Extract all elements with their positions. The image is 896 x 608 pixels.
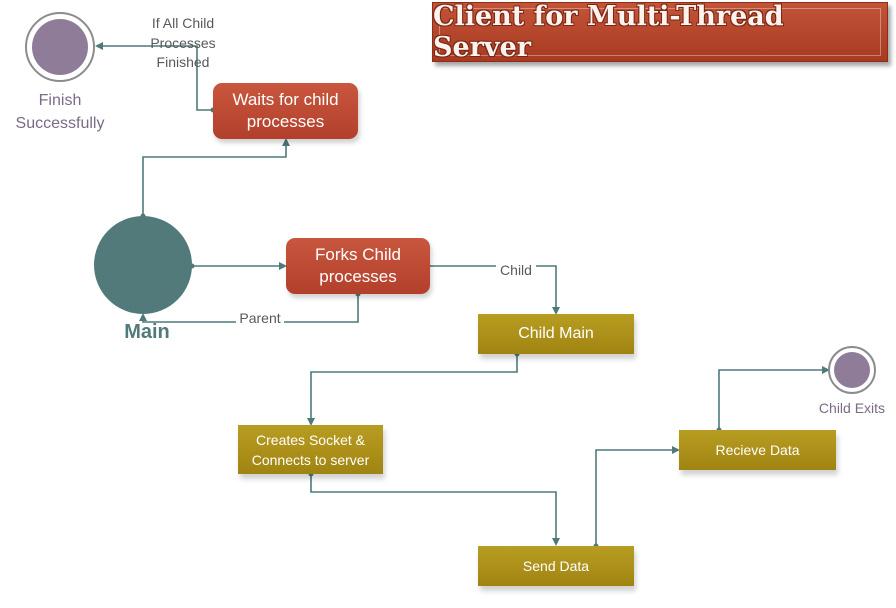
diagram-title-banner: Client for Multi-Thread Server bbox=[432, 1, 888, 63]
edge-label-child: Child bbox=[496, 262, 536, 278]
edge-send-to-receive bbox=[593, 446, 680, 549]
main-node bbox=[94, 216, 192, 314]
create-socket-node: Creates Socket & Connects to server bbox=[238, 425, 383, 474]
main-label: Main bbox=[124, 321, 170, 343]
child-main-node: Child Main bbox=[478, 314, 634, 354]
forks-children-node: Forks Child processes bbox=[286, 238, 430, 294]
edge-forks-to-childmain bbox=[424, 262, 560, 315]
child-exits-label: Child Exits bbox=[818, 400, 886, 416]
edge-childmain-to-socket bbox=[307, 351, 520, 426]
diagram-title: Client for Multi-Thread Server bbox=[433, 1, 784, 63]
waits-for-children-node: Waits for child processes bbox=[213, 83, 358, 139]
edge-waits-to-finish bbox=[95, 42, 216, 113]
finish-terminal bbox=[25, 12, 95, 82]
edge-receive-to-exit bbox=[716, 366, 830, 433]
receive-data-node: Recieve Data bbox=[679, 430, 836, 470]
edge-main-to-waits bbox=[140, 138, 290, 219]
send-data-node: Send Data bbox=[478, 546, 634, 586]
edge-label-all-finished: If All Child Processes Finished bbox=[150, 15, 216, 70]
child-exit-terminal bbox=[828, 346, 876, 394]
finish-label: Finish Successfully bbox=[15, 92, 105, 132]
edge-socket-to-send bbox=[308, 471, 560, 546]
edge-label-parent: Parent bbox=[236, 310, 284, 326]
